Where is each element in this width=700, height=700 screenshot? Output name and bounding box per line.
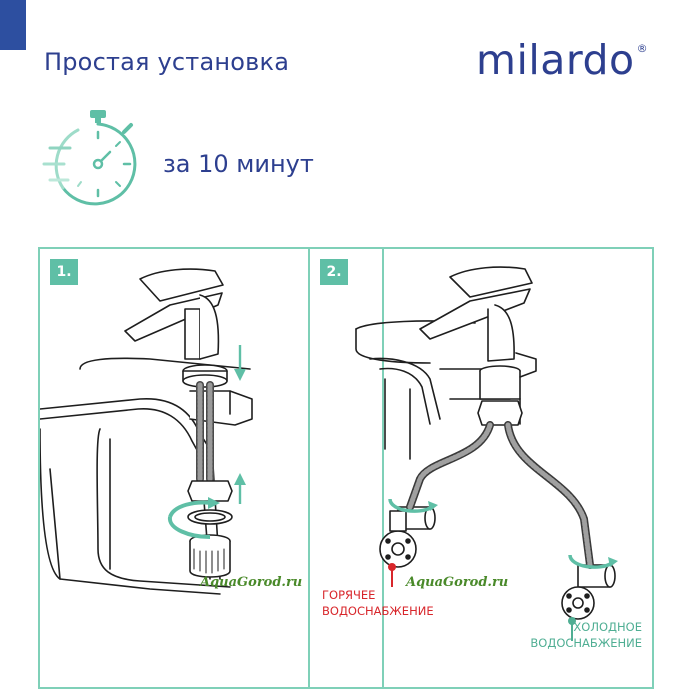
step-1-panel: 1. AquaGorod.ru [38,247,384,689]
duration-text: за 10 минут [163,150,314,178]
cold-water-label-line2: ВОДОСНАБЖЕНИЕ [530,636,642,650]
hot-water-label-line1: ГОРЯЧЕЕ [322,588,376,602]
page-title: Простая установка [44,48,290,76]
corner-accent [0,0,26,50]
cold-water-label-line1: ХОЛОДНОЕ [573,620,642,634]
step-2-panel: 2. AquaGorod.ru ГОРЯЧЕЕ ВОДОСНАБЖЕНИЕ ХО… [308,247,654,689]
step-1-badge: 1. [50,259,78,285]
hot-water-label: ГОРЯЧЕЕ ВОДОСНАБЖЕНИЕ [322,587,434,619]
brand-logo: milardo® [476,36,648,84]
hot-water-label-line2: ВОДОСНАБЖЕНИЕ [322,604,434,618]
cold-water-label: ХОЛОДНОЕ ВОДОСНАБЖЕНИЕ [530,619,642,651]
step-2-badge: 2. [320,259,348,285]
step-1-illustration [40,268,253,595]
step-2-watermark: AquaGorod.ru [406,575,509,590]
brand-logo-text: milardo [476,36,635,84]
stopwatch-icon [42,110,137,206]
brand-logo-mark: ® [636,42,649,55]
step-2-illustration [355,266,618,641]
step-1-watermark: AquaGorod.ru [200,575,303,590]
